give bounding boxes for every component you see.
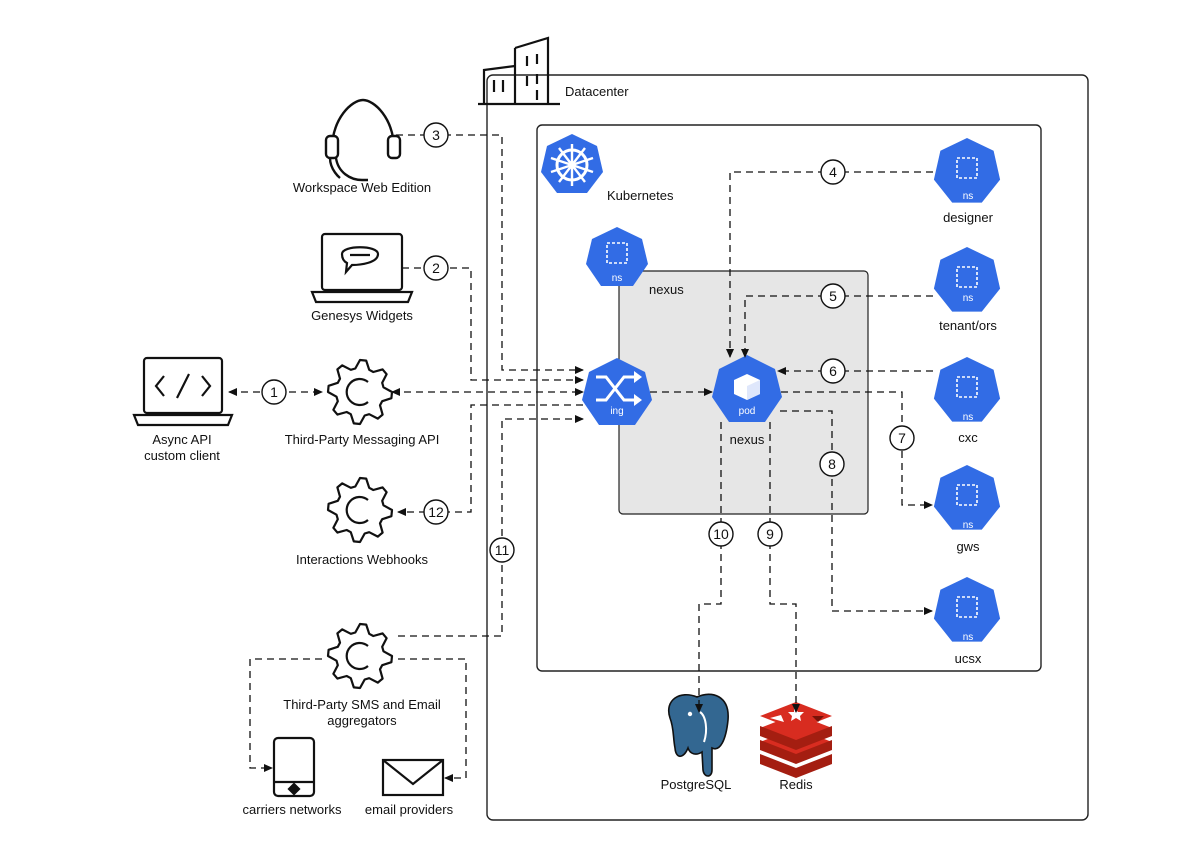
ingress-badge: ing bbox=[610, 406, 624, 417]
kubernetes-label: Kubernetes bbox=[607, 188, 674, 203]
ns-ucsx-icon bbox=[933, 577, 1001, 642]
connection-number: 6 bbox=[829, 363, 837, 379]
tenant-ors-ns-label: tenant/ors bbox=[939, 318, 997, 333]
kubernetes-logo-icon bbox=[541, 134, 603, 193]
tenant-ors-ns-badge: ns bbox=[962, 293, 974, 304]
connection-number: 11 bbox=[495, 542, 510, 558]
designer-ns-badge: ns bbox=[962, 191, 974, 202]
ucsx-ns-label: ucsx bbox=[954, 651, 982, 666]
email-providers-label: email providers bbox=[364, 802, 454, 817]
connection-badge-2: 2 bbox=[423, 255, 449, 281]
datacenter-boundary bbox=[486, 74, 1089, 821]
messaging-api-gear-icon bbox=[326, 358, 394, 426]
cxc-ns-badge: ns bbox=[962, 412, 974, 423]
building-icon bbox=[478, 36, 560, 106]
headset-icon bbox=[324, 98, 402, 182]
webhooks-gear-icon bbox=[326, 476, 394, 544]
connection-badge-11: 11 bbox=[489, 537, 515, 563]
connection-number: 9 bbox=[766, 526, 774, 542]
connection-badge-12: 12 bbox=[423, 499, 449, 525]
nexus-ns-badge: ns bbox=[611, 273, 623, 284]
connection-number: 5 bbox=[829, 288, 837, 304]
connection-number: 4 bbox=[829, 164, 837, 180]
ucsx-ns-badge: ns bbox=[962, 632, 974, 643]
connection-number: 10 bbox=[713, 526, 729, 542]
nexus-ns-icon bbox=[586, 227, 648, 286]
pod-label: nexus bbox=[729, 432, 765, 447]
postgresql-label: PostgreSQL bbox=[660, 777, 732, 792]
connection-number: 7 bbox=[898, 430, 906, 446]
postgresql-icon bbox=[667, 693, 729, 777]
connection-badge-6: 6 bbox=[820, 358, 846, 384]
designer-ns-label: designer bbox=[943, 210, 993, 225]
gws-ns-label: gws bbox=[956, 539, 980, 554]
connection-badge-7: 7 bbox=[889, 425, 915, 451]
genesys-widgets-label: Genesys Widgets bbox=[311, 308, 413, 323]
ns-gws-icon bbox=[933, 465, 1001, 530]
datacenter-label: Datacenter bbox=[565, 84, 629, 99]
ns-cxc-icon bbox=[933, 357, 1001, 422]
connection-badge-8: 8 bbox=[819, 451, 845, 477]
ns-tenant-ors-icon bbox=[933, 247, 1001, 312]
connection-number: 8 bbox=[828, 456, 836, 472]
kubernetes-boundary bbox=[536, 124, 1042, 672]
aggregators-gear-icon bbox=[326, 622, 394, 690]
connection-number: 1 bbox=[270, 384, 278, 400]
connection-badge-1: 1 bbox=[261, 379, 287, 405]
connection-badge-3: 3 bbox=[423, 122, 449, 148]
connection-badge-9: 9 bbox=[757, 521, 783, 547]
phone-icon bbox=[272, 736, 316, 798]
carriers-networks-label: carriers networks bbox=[242, 802, 342, 817]
cxc-ns-label: cxc bbox=[958, 430, 978, 445]
third-party-messaging-label: Third-Party Messaging API bbox=[284, 432, 440, 447]
redis-label: Redis bbox=[779, 777, 813, 792]
pod-icon bbox=[712, 355, 782, 422]
interactions-webhooks-label: Interactions Webhooks bbox=[296, 552, 428, 567]
ingress-icon bbox=[582, 358, 652, 425]
connection-number: 3 bbox=[432, 127, 440, 143]
laptop-code-icon bbox=[132, 356, 234, 427]
ns-designer-icon bbox=[933, 138, 1001, 203]
connection-badge-10: 10 bbox=[708, 521, 734, 547]
connection-number: 2 bbox=[432, 260, 440, 276]
connection-badge-4: 4 bbox=[820, 159, 846, 185]
async-api-client-label: Async API custom client bbox=[144, 432, 220, 463]
laptop-chat-icon bbox=[310, 232, 414, 304]
connection-badge-5: 5 bbox=[820, 283, 846, 309]
envelope-icon bbox=[381, 758, 445, 797]
connection-number: 12 bbox=[428, 504, 444, 520]
pod-badge: pod bbox=[738, 406, 756, 417]
gws-ns-badge: ns bbox=[962, 520, 974, 531]
redis-icon bbox=[760, 702, 832, 778]
sms-email-aggregators-label: Third-Party SMS and Email aggregators bbox=[283, 697, 441, 728]
workspace-web-edition-label: Workspace Web Edition bbox=[292, 180, 432, 195]
nexus-namespace-label: nexus bbox=[649, 282, 684, 297]
